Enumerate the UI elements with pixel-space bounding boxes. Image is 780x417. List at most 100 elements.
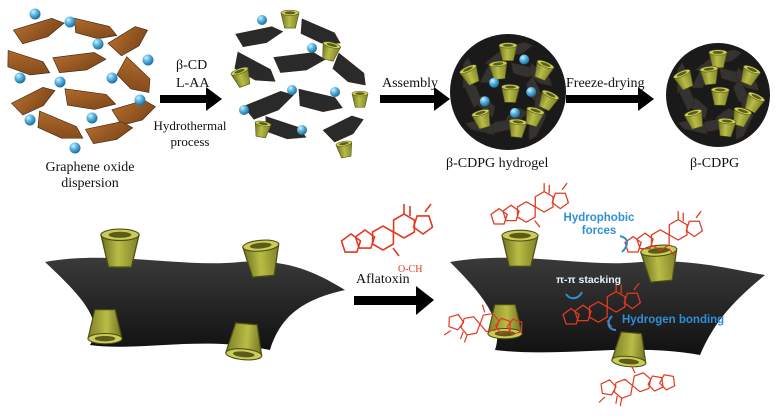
cdpg-aerogel	[666, 43, 770, 147]
cd-cup	[322, 41, 342, 62]
water-sphere	[239, 105, 249, 115]
water-sphere	[29, 8, 41, 20]
ball-cup	[501, 84, 520, 103]
go-flake	[116, 56, 151, 93]
water-sphere	[307, 43, 317, 53]
graphene-oxide-dispersion	[7, 8, 156, 154]
ball-cup	[683, 109, 703, 130]
ball-cup	[459, 64, 480, 86]
aflatoxin-structure	[490, 182, 570, 228]
label-freeze-drying: Freeze-drying	[566, 76, 645, 91]
aflatoxin-structure	[340, 203, 434, 257]
ball-cup	[471, 109, 491, 130]
sheet-cup	[501, 229, 539, 267]
label-hydrophobic: Hydrophobic forces	[556, 212, 642, 238]
ball-water	[509, 107, 520, 118]
rgo-flake	[322, 115, 364, 143]
rgo-flake	[235, 26, 284, 48]
water-sphere	[330, 87, 340, 97]
hydrogen-bond-arrow	[607, 315, 617, 331]
ball-cup	[488, 60, 508, 81]
ball-water	[526, 87, 537, 97]
ball-cup	[673, 69, 694, 91]
label-hydrophobic-line2: forces	[581, 225, 617, 237]
ball-cup	[710, 86, 730, 106]
sheet-cup	[224, 322, 263, 361]
aerogel-ball	[666, 43, 770, 147]
label-hydrothermal-line1: Hydrothermal	[153, 118, 227, 133]
bound-aflatoxins	[443, 182, 704, 407]
go-flake	[12, 17, 65, 45]
water-sphere	[106, 72, 118, 84]
ball-cup	[534, 59, 555, 82]
rgo-flake	[273, 52, 326, 73]
label-hydrothermal: Hydrothermal process	[150, 118, 230, 150]
label-go-line1: Graphene oxide	[45, 160, 135, 175]
label-hydrothermal-line2: process	[170, 134, 210, 149]
label-pi-stacking: π-π stacking	[556, 274, 622, 286]
go-flake	[52, 52, 107, 74]
label-l-aa: L-AA	[176, 76, 210, 91]
label-hydrogen-bonding: Hydrogen bonding	[622, 314, 725, 326]
arrow-hydrothermal	[160, 87, 222, 111]
aflatoxin-structure	[598, 365, 676, 407]
cdpg-hydrogel	[450, 34, 566, 150]
rgo-flake	[243, 90, 294, 120]
ball-cup	[525, 106, 545, 128]
ball-cup	[708, 49, 728, 69]
water-sphere	[142, 54, 154, 66]
ball-water	[519, 54, 530, 65]
label-beta-cd: β-CD	[176, 58, 208, 73]
water-sphere	[134, 94, 146, 106]
water-sphere	[69, 142, 81, 154]
ball-cup	[717, 118, 737, 138]
cd-cups-right	[487, 229, 678, 368]
graphene-oxide-flakes	[7, 17, 156, 145]
go-flake	[107, 26, 148, 57]
sheet-cup	[87, 309, 123, 345]
water-sphere	[14, 72, 26, 84]
cd-cups-left	[87, 228, 280, 361]
label-hydrogel: β-CDPG hydrogel	[446, 156, 549, 171]
label-aflatoxin: Aflatoxin	[356, 272, 410, 287]
aflatoxin-molecule	[340, 203, 434, 257]
arrow-assembly	[380, 87, 450, 111]
water-sphere	[86, 112, 98, 124]
ball-cup	[508, 118, 528, 139]
cd-cup	[254, 120, 272, 139]
hydrophobic-arrow	[619, 235, 628, 253]
sheet-cup	[241, 239, 280, 278]
graphene-flakes	[234, 18, 366, 143]
label-methoxy: O-CH	[398, 264, 423, 275]
ball-cup	[699, 66, 719, 86]
ball-cup	[498, 42, 518, 61]
go-flake	[10, 87, 56, 116]
label-assembly: Assembly	[382, 76, 438, 91]
cd-cup	[351, 90, 369, 108]
go-flake	[7, 49, 51, 76]
water-sphere	[54, 76, 66, 88]
water-sphere	[257, 15, 267, 25]
rgo-flake	[298, 88, 343, 112]
label-hydrophobic-line1: Hydrophobic	[563, 212, 635, 224]
label-go-line2: dispersion	[61, 176, 119, 191]
pi-stacking-arrow	[565, 291, 583, 300]
water-sphere	[24, 114, 36, 126]
reduced-graphene-with-cyclodextrin	[230, 9, 369, 159]
label-product: β-CDPG	[690, 156, 740, 171]
ball-cup	[538, 89, 560, 112]
water-spheres-2	[239, 15, 340, 135]
aflatoxin-structure	[443, 304, 523, 343]
graphene-sheet-with-aflatoxin	[443, 182, 765, 407]
ball-cup	[740, 65, 761, 87]
ball-cup	[744, 91, 766, 114]
arrow-aflatoxin	[354, 286, 434, 315]
ball-water	[489, 77, 500, 88]
water-sphere	[64, 16, 76, 28]
water-sphere	[297, 125, 307, 135]
cyclodextrin-cups	[230, 9, 369, 159]
cd-cup	[230, 66, 251, 88]
label-go-dispersion: Graphene oxide dispersion	[30, 160, 150, 192]
